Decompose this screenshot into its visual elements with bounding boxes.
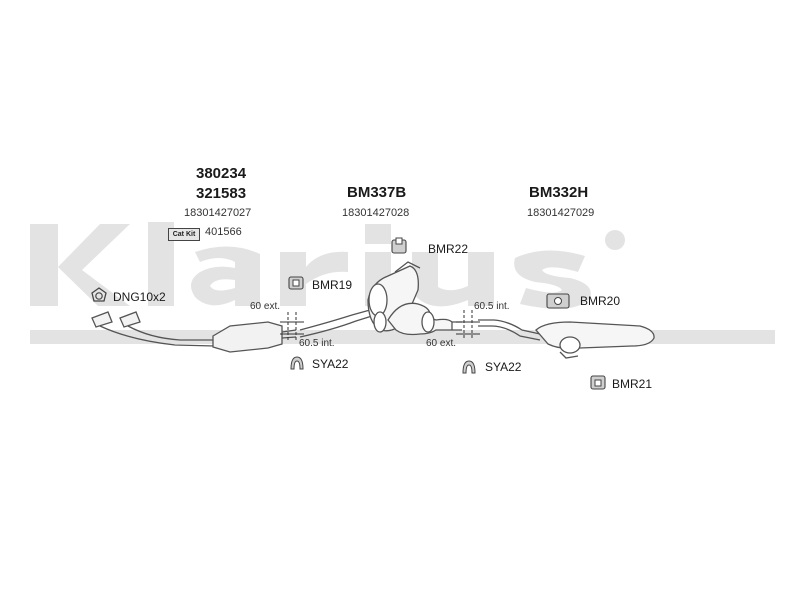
clamp-icon [462,360,476,374]
dimension-right-ext: 60 ext. [426,338,457,349]
oe-number-1: 18301427027 [184,207,252,219]
part-label-sya22-right: SYA22 [485,360,522,374]
part-code-bm332h: BM332H [529,184,589,201]
catalytic-converter [212,321,283,353]
rubber-mount-icon [288,276,304,290]
part-label-bmr21: BMR21 [612,377,653,391]
oe-number-3: 18301427029 [527,207,595,219]
front-pipe [99,325,216,347]
dimension-left-int: 60.5 int. [299,338,335,349]
front-pipe-flange-1 [91,311,113,328]
rubber-mount-icon [546,293,570,309]
part-code-321583: 321583 [196,185,247,202]
catkit-number: 401566 [205,226,242,238]
part-label-bmr19: BMR19 [312,278,353,292]
part-label-bmr20: BMR20 [580,294,621,308]
part-label-bmr22: BMR22 [428,242,469,256]
center-pipe [299,309,373,338]
rear-pipe [478,319,541,341]
clamp-icon [290,356,304,370]
oe-number-2: 18301427028 [342,207,410,219]
dimension-right-int: 60.5 int. [474,301,510,312]
resonator [387,302,453,336]
part-code-bm337b: BM337B [347,184,407,201]
part-label-dng10x2: DNG10x2 [113,290,166,304]
part-label-sya22-left: SYA22 [312,357,349,371]
front-pipe-flange-2 [119,311,141,328]
gasket-icon [91,287,107,302]
rubber-mount-icon [590,375,606,390]
rear-silencer [535,321,655,350]
catkit-badge: Cat Kit [168,228,200,241]
part-code-380234: 380234 [196,165,247,182]
dimension-left-ext: 60 ext. [250,301,281,312]
rubber-mount-icon [391,237,407,254]
